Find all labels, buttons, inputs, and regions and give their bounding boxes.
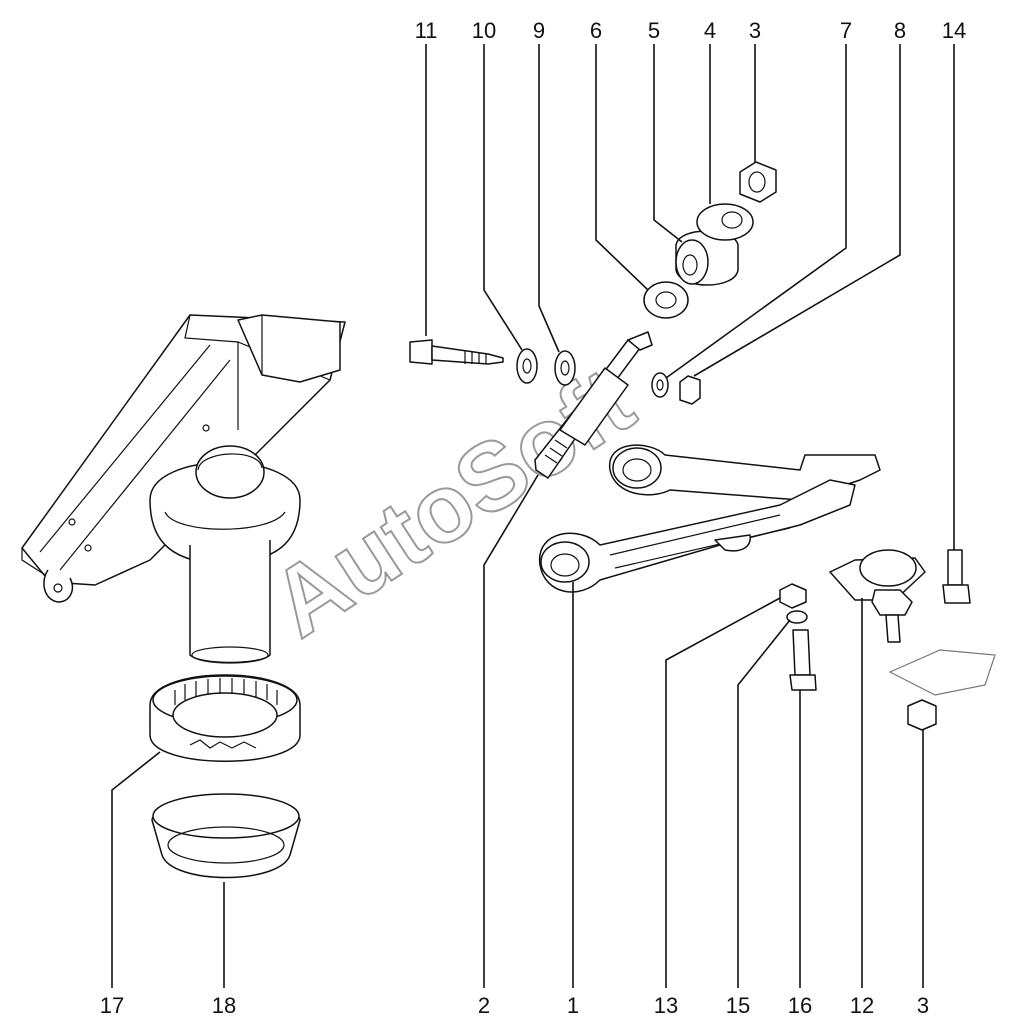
part-4-washer bbox=[696, 203, 754, 241]
reinforcement-plate bbox=[888, 649, 996, 696]
part-2-shaft bbox=[534, 331, 653, 479]
label-4: 4 bbox=[704, 18, 716, 43]
label-16: 16 bbox=[788, 993, 812, 1018]
label-11: 11 bbox=[415, 18, 438, 43]
part-6-washer bbox=[643, 281, 689, 319]
label-7: 7 bbox=[840, 18, 852, 43]
part-1-arm bbox=[539, 444, 881, 593]
label-2: 2 bbox=[478, 993, 490, 1018]
part-3-nut-bottom bbox=[907, 699, 937, 731]
part-13-nut bbox=[779, 583, 807, 609]
part-8-nut bbox=[679, 375, 701, 405]
part-17-spring-seat bbox=[149, 674, 301, 762]
label-3-bottom: 3 bbox=[917, 993, 929, 1018]
part-14-bolt bbox=[942, 549, 971, 604]
part-7-washer bbox=[651, 372, 669, 398]
part-12-ball-joint bbox=[829, 549, 926, 643]
label-12: 12 bbox=[850, 993, 874, 1018]
label-9: 9 bbox=[533, 18, 545, 43]
label-17: 17 bbox=[100, 993, 124, 1018]
part-11-bolt bbox=[409, 339, 504, 365]
label-13: 13 bbox=[654, 993, 678, 1018]
part-15-washer bbox=[786, 610, 808, 624]
label-6: 6 bbox=[590, 18, 602, 43]
label-14: 14 bbox=[942, 18, 966, 43]
part-16-bolt bbox=[789, 629, 817, 691]
label-3-top: 3 bbox=[749, 18, 761, 43]
leader-lines bbox=[111, 44, 955, 988]
label-1: 1 bbox=[567, 993, 579, 1018]
label-5: 5 bbox=[648, 18, 660, 43]
label-8: 8 bbox=[894, 18, 906, 43]
part-9-washer bbox=[554, 350, 576, 386]
label-18: 18 bbox=[212, 993, 236, 1018]
part-10-washer bbox=[516, 348, 538, 384]
part-5-bushing bbox=[675, 230, 739, 286]
part-3-nut-top bbox=[739, 161, 777, 203]
label-10: 10 bbox=[472, 18, 496, 43]
label-15: 15 bbox=[726, 993, 750, 1018]
part-18-cup bbox=[151, 793, 301, 879]
strut-bracket bbox=[21, 314, 346, 664]
